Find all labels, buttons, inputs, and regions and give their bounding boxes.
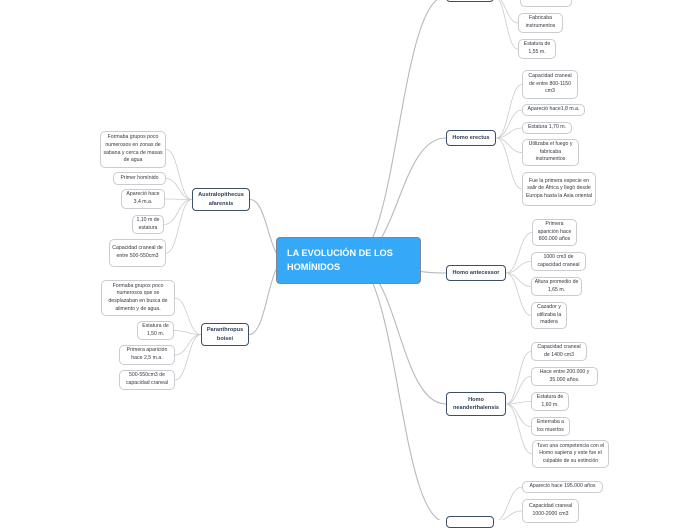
fact-node-2-2-label: Estatura de 1,55 m. xyxy=(523,41,551,55)
fact-node-5-4[interactable]: Tuvo una competencia con el Homo sapiens… xyxy=(532,440,609,468)
central-topic-label: LA EVOLUCIÓN DE LOS HOMÍNIDOS xyxy=(287,247,393,272)
branch-node-6[interactable] xyxy=(446,516,494,528)
connector-line-18 xyxy=(495,127,523,139)
connector-line-2 xyxy=(165,178,193,200)
connector-line-22 xyxy=(505,232,533,274)
fact-node-4-1-label: 1000 cm3 de capacidad craneal xyxy=(537,253,580,268)
fact-node-3-0-label: Capacidad craneal de entre 800-1150 cm3 xyxy=(528,73,572,95)
fact-node-4-0[interactable]: Primera aparición hace 800.000 años xyxy=(532,219,577,246)
fact-node-3-4-label: Fue la primera especie en salir de Áfric… xyxy=(525,177,593,199)
fact-node-2-0[interactable]: género homo xyxy=(520,0,572,7)
connector-line-5 xyxy=(165,199,193,254)
branch-node-5[interactable]: Homo neanderthalensis xyxy=(446,392,506,416)
connector-line-20 xyxy=(495,137,523,190)
connector-line-33 xyxy=(498,486,523,520)
fact-node-3-3-label: Utilizaba el fuego y fabricaba instrumen… xyxy=(528,141,573,163)
fact-node-6-0[interactable]: Apareció hace 195.000 años xyxy=(522,481,603,493)
connector-line-30 xyxy=(505,403,532,427)
connector-line-31 xyxy=(505,403,533,455)
connector-line-34 xyxy=(501,510,523,520)
fact-node-5-2[interactable]: Estatura de 1,60 m. xyxy=(531,392,569,411)
branch-node-4[interactable]: Homo antecessor xyxy=(446,265,506,281)
fact-node-0-1[interactable]: Primer homínido xyxy=(113,172,166,185)
fact-node-4-3[interactable]: Cazador y utilizaba la madera xyxy=(531,302,567,329)
connector-line-17 xyxy=(495,109,523,139)
central-topic[interactable]: LA EVOLUCIÓN DE LOS HOMÍNIDOS xyxy=(276,237,421,284)
fact-node-0-2[interactable]: Apareció hace 3,4 m.a. xyxy=(121,189,165,209)
fact-node-3-1-label: Apareció hace1,8 m.a. xyxy=(527,106,580,113)
fact-node-1-3-label: 500-550cm3 de capacidad craneal xyxy=(125,372,169,386)
fact-node-3-3[interactable]: Utilizaba el fuego y fabricaba instrumen… xyxy=(522,139,579,166)
fact-node-4-1[interactable]: 1000 cm3 de capacidad craneal xyxy=(531,252,586,271)
fact-node-5-2-label: Estatura de 1,60 m. xyxy=(536,393,564,408)
fact-node-5-4-label: Tuvo una competencia con el Homo sapiens… xyxy=(536,442,605,464)
connector-line-8 xyxy=(173,330,202,335)
branch-node-2[interactable] xyxy=(446,0,494,2)
fact-node-1-2-label: Primera aparición hace 2,5 m.a. xyxy=(126,347,168,361)
connector-line-11 xyxy=(350,0,438,262)
fact-node-6-1-label: Capacidad craneal 1000-2000 cm3 xyxy=(528,503,573,517)
fact-node-5-0-label: Capacidad craneal de 1400 cm3 xyxy=(537,343,581,358)
fact-node-5-3[interactable]: Enterraba a los muertos xyxy=(531,417,570,436)
fact-node-2-0-label: género homo xyxy=(531,0,562,3)
fact-node-1-2[interactable]: Primera aparición hace 2,5 m.a. xyxy=(119,345,175,365)
connector-line-10 xyxy=(174,334,202,381)
fact-node-2-1[interactable]: Fabricaba instrumentos xyxy=(518,13,563,33)
connector-line-29 xyxy=(505,401,532,405)
branch-node-5-label: Homo neanderthalensis xyxy=(452,396,499,411)
branch-node-4-label: Homo antecessor xyxy=(452,269,500,276)
fact-node-0-0[interactable]: Formaba grupos poco numerosos en zonas d… xyxy=(100,131,166,168)
branch-node-3-label: Homo erectus xyxy=(452,134,490,141)
fact-node-5-1-label: Hace entre 200.000 y 35.000 años. xyxy=(539,368,590,383)
connector-line-16 xyxy=(495,84,523,139)
branch-node-1-label: Paranthropus boisei xyxy=(206,327,244,342)
fact-node-4-2[interactable]: Altura promedio de 1,65 m. xyxy=(531,277,582,296)
fact-node-6-0-label: Apareció hace 195.000 años xyxy=(529,483,596,490)
fact-node-2-1-label: Fabricaba instrumentos xyxy=(525,15,556,29)
fact-node-4-2-label: Altura promedio de 1,65 m. xyxy=(534,278,579,293)
fact-node-1-1[interactable]: Estatura de 1,50 m. xyxy=(137,321,174,340)
fact-node-3-2-label: Estatura 1,70 m. xyxy=(527,124,567,131)
connector-line-23 xyxy=(505,261,532,274)
connector-line-4 xyxy=(163,199,193,225)
fact-node-3-0[interactable]: Capacidad craneal de entre 800-1150 cm3 xyxy=(522,70,578,99)
branch-node-0[interactable]: Australopithecus afarensis xyxy=(192,188,250,211)
fact-node-6-1[interactable]: Capacidad craneal 1000-2000 cm3 xyxy=(522,499,579,523)
connector-line-7 xyxy=(174,297,202,335)
connector-line-19 xyxy=(495,137,523,153)
fact-node-0-3[interactable]: 1,10 m de estatura xyxy=(132,215,164,234)
fact-node-3-1[interactable]: Apareció hace1,8 m.a. xyxy=(522,104,585,116)
fact-node-1-3[interactable]: 500-550cm3 de capacidad craneal xyxy=(119,370,175,390)
fact-node-0-0-label: Formaba grupos poco numerosos en zonas d… xyxy=(103,134,163,164)
fact-node-0-2-label: Apareció hace 3,4 m.a. xyxy=(126,191,160,205)
branch-node-0-label: Australopithecus afarensis xyxy=(198,192,244,207)
fact-node-0-3-label: 1,10 m de estatura xyxy=(136,216,160,231)
connector-line-25 xyxy=(505,272,532,316)
connector-line-28 xyxy=(505,376,532,405)
connector-line-14 xyxy=(498,0,519,50)
connector-line-1 xyxy=(165,149,193,200)
branch-node-1[interactable]: Paranthropus boisei xyxy=(201,323,249,346)
fact-node-5-1[interactable]: Hace entre 200.000 y 35.000 años. xyxy=(531,367,598,386)
fact-node-3-4[interactable]: Fue la primera especie en salir de Áfric… xyxy=(522,172,596,206)
fact-node-5-3-label: Enterraba a los muertos xyxy=(536,418,565,433)
fact-node-1-0[interactable]: Formaba grupos poco numerosos que se des… xyxy=(101,280,175,316)
connector-line-9 xyxy=(174,334,202,356)
fact-node-0-4-label: Capacidad craneal de entre 500-550cm3 xyxy=(112,245,163,259)
fact-node-0-4[interactable]: Capacidad craneal de entre 500-550cm3 xyxy=(109,239,166,267)
fact-node-3-2[interactable]: Estatura 1,70 m. xyxy=(522,122,572,134)
fact-node-5-0[interactable]: Capacidad craneal de 1400 cm3 xyxy=(531,342,587,361)
fact-node-1-0-label: Formaba grupos poco numerosos que se des… xyxy=(108,282,168,312)
connector-line-13 xyxy=(500,0,519,24)
fact-node-0-1-label: Primer homínido xyxy=(120,174,159,181)
fact-node-4-3-label: Cazador y utilizaba la madera xyxy=(536,304,562,326)
connector-line-27 xyxy=(505,351,532,405)
fact-node-2-2[interactable]: Estatura de 1,55 m. xyxy=(518,39,556,59)
branch-node-3[interactable]: Homo erectus xyxy=(446,130,496,146)
connector-line-32 xyxy=(350,259,442,520)
fact-node-1-1-label: Estatura de 1,50 m. xyxy=(142,322,169,337)
fact-node-4-0-label: Primera aparición hace 800.000 años xyxy=(537,221,572,243)
connector-line-3 xyxy=(164,198,193,200)
